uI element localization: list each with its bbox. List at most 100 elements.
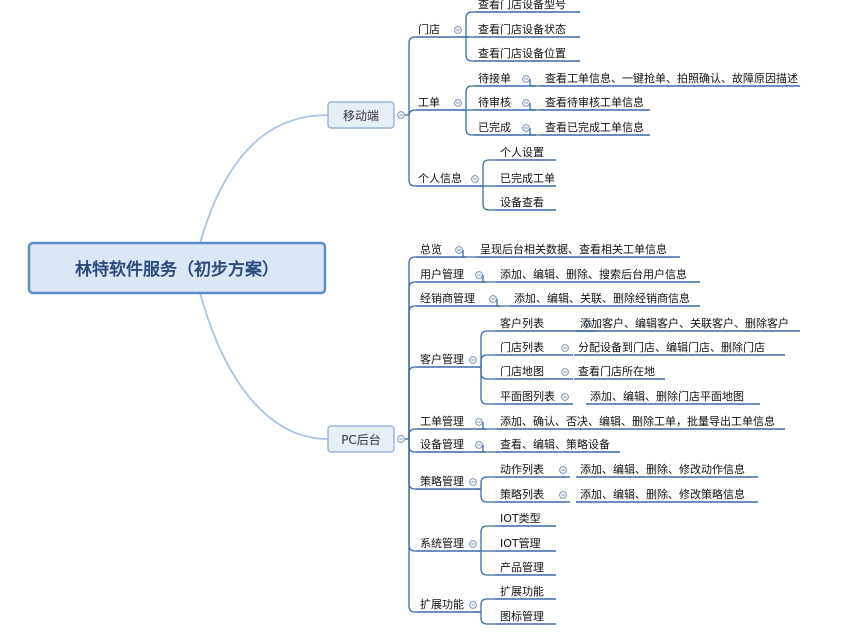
topic-label: 个人信息	[418, 171, 462, 185]
collapse-icon[interactable]	[561, 393, 569, 401]
collapse-icon[interactable]	[559, 491, 567, 499]
leaf-label: 查看门店设备型号	[478, 0, 566, 11]
leaf-label: 添加、编辑、删除、修改动作信息	[580, 462, 745, 476]
connector	[480, 598, 495, 612]
connector-mobile	[408, 115, 416, 187]
subtopic-label: 待审核	[478, 95, 511, 109]
connector	[465, 110, 474, 136]
connector	[482, 186, 495, 211]
topic-label: 客户管理	[420, 352, 464, 366]
connector	[465, 37, 474, 62]
leaf-label: 查看已完成工单信息	[545, 120, 644, 134]
topic-label: 经销商管理	[420, 291, 475, 305]
branch-label-pc: PC后台	[341, 432, 381, 447]
topic-label: 工单管理	[420, 414, 464, 428]
collapse-icon[interactable]	[559, 466, 567, 474]
leaf-label: 查看待审核工单信息	[545, 95, 644, 109]
topic-label: 策略管理	[420, 474, 464, 488]
connector	[480, 551, 495, 576]
connector	[480, 354, 495, 367]
collapse-icon[interactable]	[561, 368, 569, 376]
topic-label: 工单	[418, 96, 440, 109]
collapse-icon[interactable]	[469, 478, 477, 486]
collapse-icon[interactable]	[397, 435, 405, 443]
connector-pc	[408, 439, 416, 552]
connector	[482, 422, 496, 430]
connector-pc	[408, 428, 416, 439]
branch-node-pc[interactable]: PC后台	[327, 425, 395, 453]
connector	[529, 103, 540, 111]
leaf-label: 查看门店设备位置	[478, 46, 566, 60]
collapse-icon[interactable]	[455, 246, 463, 254]
leaf-label: 添加、编辑、关联、删除经销商信息	[514, 291, 690, 305]
connector-mobile	[408, 36, 416, 115]
connector-pc	[408, 256, 416, 439]
connector	[480, 612, 495, 625]
subtopic-label: 动作列表	[500, 462, 544, 476]
collapse-icon[interactable]	[454, 26, 462, 34]
leaf-label: 查看、编辑、策略设备	[500, 437, 610, 451]
collapse-icon[interactable]	[489, 295, 497, 303]
branch-node-mobile[interactable]: 移动端	[327, 101, 395, 129]
connector	[482, 159, 495, 186]
connector	[482, 445, 496, 453]
topic-label: 设备管理	[420, 437, 464, 451]
branch-label-mobile: 移动端	[343, 109, 379, 123]
connector-pc	[408, 439, 416, 613]
leaf-label: 添加、编辑、删除、搜索后台用户信息	[500, 267, 687, 281]
topic-nodes: 门店查看门店设备型号查看门店设备状态查看门店设备位置工单待接单查看工单信息、一键…	[397, 0, 798, 623]
leaf-label: 已完成工单	[500, 171, 555, 185]
leaf-label: 个人设置	[500, 146, 544, 159]
collapse-icon[interactable]	[469, 540, 477, 548]
connector	[480, 367, 495, 405]
collapse-icon[interactable]	[522, 75, 530, 83]
connector	[480, 525, 495, 551]
connector-pc	[408, 281, 416, 439]
connector	[480, 367, 495, 380]
leaf-label: 呈现后台相关数据、查看相关工单信息	[480, 242, 667, 256]
subtopic-label: 平面图列表	[500, 389, 555, 403]
connector	[465, 85, 474, 110]
subtopic-label: 门店地图	[500, 364, 544, 378]
leaf-label: 添加、确认、否决、编辑、删除工单，批量导出工单信息	[500, 414, 775, 428]
connector-pc	[408, 439, 416, 453]
collapse-icon[interactable]	[397, 111, 405, 119]
connector	[529, 79, 540, 87]
root-node[interactable]: 林特软件服务（初步方案）	[27, 241, 327, 295]
connector-pc	[408, 366, 416, 439]
collapse-icon[interactable]	[475, 271, 483, 279]
collapse-icon[interactable]	[475, 418, 483, 426]
collapse-icon[interactable]	[469, 356, 477, 364]
topic-label: 系统管理	[420, 536, 464, 550]
leaf-label: 添加、编辑、删除、修改策略信息	[580, 487, 745, 501]
connector	[496, 299, 510, 307]
subtopic-label: 已完成	[478, 120, 511, 134]
connector	[529, 128, 540, 136]
root-curve-mobile	[199, 114, 329, 244]
subtopic-label: 待接单	[478, 71, 511, 85]
collapse-icon[interactable]	[522, 99, 530, 107]
leaf-label: 查看门店所在地	[578, 364, 655, 378]
connector	[462, 250, 476, 258]
collapse-icon[interactable]	[469, 601, 477, 609]
leaf-label: IOT类型	[500, 511, 541, 525]
leaf-label: IOT管理	[500, 536, 541, 550]
collapse-icon[interactable]	[454, 99, 462, 107]
leaf-label: 产品管理	[500, 560, 544, 574]
collapse-icon[interactable]	[471, 175, 479, 183]
subtopic-label: 策略列表	[500, 487, 544, 501]
root-curve-pc	[199, 292, 329, 440]
connector	[480, 489, 495, 503]
leaf-label: 分配设备到门店、编辑门店、删除门店	[578, 340, 765, 354]
connector-lines	[405, 11, 800, 625]
collapse-icon[interactable]	[475, 441, 483, 449]
leaf-label: 查看门店设备状态	[478, 22, 566, 36]
collapse-icon[interactable]	[561, 344, 569, 352]
connector	[482, 275, 496, 283]
leaf-label: 添加、编辑、删除门店平面地图	[590, 389, 744, 403]
topic-label: 扩展功能	[420, 597, 464, 611]
subtopic-label: 客户列表	[500, 316, 544, 330]
collapse-icon[interactable]	[584, 320, 592, 328]
subtopic-label: 门店列表	[500, 340, 544, 354]
collapse-icon[interactable]	[522, 124, 530, 132]
